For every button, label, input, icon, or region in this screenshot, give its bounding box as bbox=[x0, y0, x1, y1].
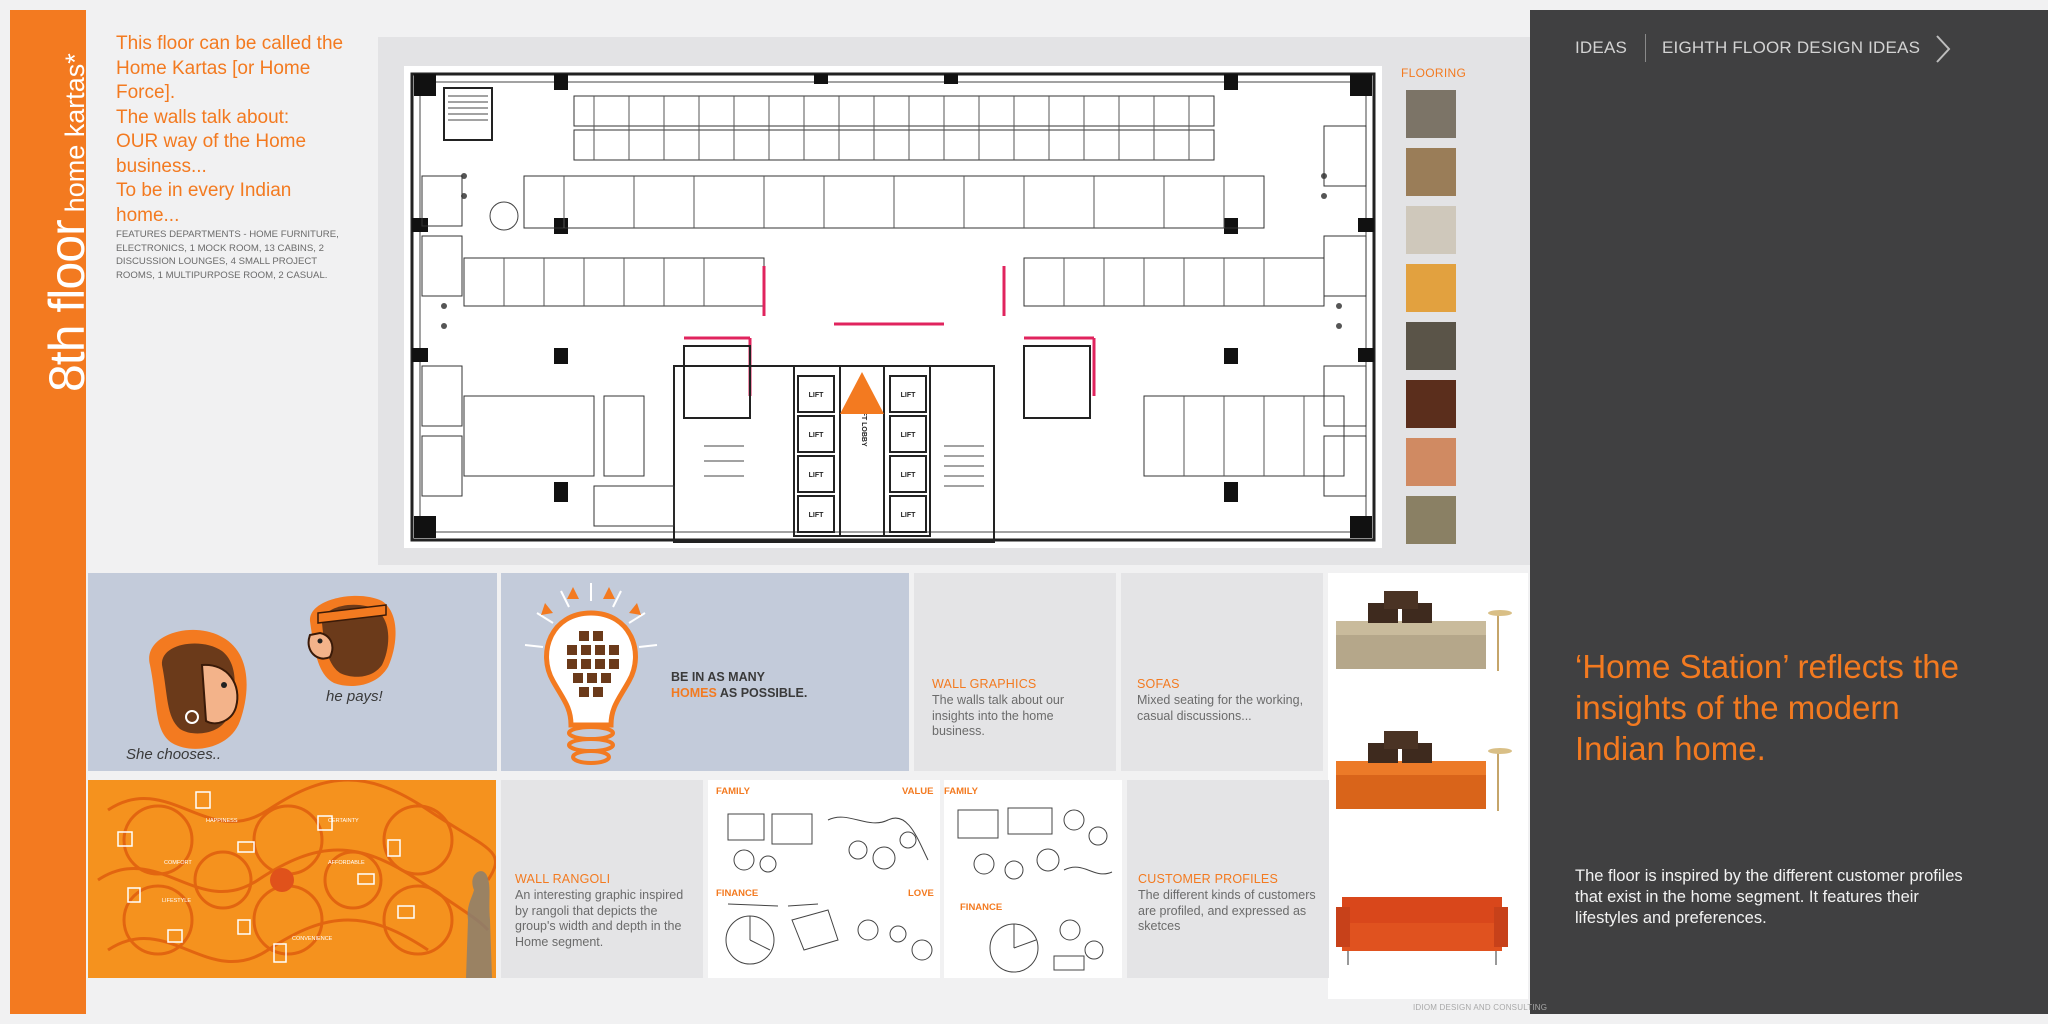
customer-profiles-tile: CUSTOMER PROFILES The different kinds of… bbox=[1127, 780, 1329, 978]
floor-plan-drawing: LIFT LIFT LIFT LIFT LIFT LIFT LIFT LIFT … bbox=[410, 72, 1376, 543]
floor-plan: LIFT LIFT LIFT LIFT LIFT LIFT LIFT LIFT … bbox=[404, 66, 1382, 548]
lift-label: LIFT bbox=[809, 512, 824, 519]
sketch-drawing-1: FAMILY VALUE FINANCE LOVE bbox=[716, 786, 934, 965]
flooring-swatch bbox=[1406, 206, 1456, 254]
rangoli-word: AFFORDABLE bbox=[328, 860, 365, 866]
lift-label: LIFT bbox=[901, 392, 916, 399]
lift-label: LIFT bbox=[809, 392, 824, 399]
nav-divider bbox=[1645, 34, 1646, 62]
flooring-swatch bbox=[1406, 148, 1456, 196]
chevron-right-icon[interactable] bbox=[1934, 34, 1952, 64]
floor-number: 8th floor bbox=[39, 220, 95, 392]
sketch-label-family: FAMILY bbox=[716, 786, 751, 797]
intro-line: To be in every Indian home... bbox=[116, 180, 292, 226]
rangoli-word: COMFORT bbox=[164, 860, 192, 866]
panel-body: The floor is inspired by the different c… bbox=[1575, 867, 1963, 927]
bulb-slogan-line1: BE IN AS MANY bbox=[671, 670, 766, 684]
customer-profiles-text: The different kinds of customers are pro… bbox=[1138, 888, 1316, 933]
wall-rangoli-text: An interesting graphic inspired by rango… bbox=[515, 888, 684, 949]
intro-text: This floor can be called the Home Kartas… bbox=[116, 32, 356, 228]
sketch-label-value: VALUE bbox=[902, 786, 934, 797]
customer-sketch-1: FAMILY VALUE FINANCE LOVE bbox=[708, 780, 940, 978]
he-pays-caption: he pays! bbox=[326, 688, 384, 705]
sketch-label-finance: FINANCE bbox=[716, 888, 758, 899]
intro-line: This floor can be called the bbox=[116, 33, 344, 54]
intro-line: business... bbox=[116, 155, 207, 177]
couple-illustration-tile: She chooses.. he pays! bbox=[88, 573, 497, 771]
nav-section-title[interactable]: EIGHTH FLOOR DESIGN IDEAS bbox=[1662, 38, 1921, 57]
sofa-photos bbox=[1336, 591, 1512, 965]
floor-subtitle: home kartas* bbox=[60, 53, 90, 213]
bulb-illustration: BE IN AS MANY HOMES AS POSSIBLE. bbox=[524, 583, 807, 765]
floor-band bbox=[10, 10, 86, 1014]
intro-line: Force]. bbox=[116, 82, 176, 103]
flooring-swatch bbox=[1406, 322, 1456, 370]
wall-graphics-text: The walls talk about our insights into t… bbox=[932, 693, 1065, 738]
lift-label: LIFT bbox=[901, 512, 916, 519]
wall-rangoli-tile: WALL RANGOLI An interesting graphic insp… bbox=[501, 780, 703, 978]
wall-rangoli-title: WALL RANGOLI bbox=[515, 872, 611, 886]
insight-panel bbox=[1530, 10, 2048, 1014]
panel-headline: ‘Home Station’ reflects the insights of … bbox=[1575, 648, 1959, 767]
rangoli-tile: HAPPINESS CERTAINTY COMFORT AFFORDABLE L… bbox=[88, 778, 497, 978]
sofas-tile: SOFAS Mixed seating for the working, cas… bbox=[1121, 573, 1323, 771]
rangoli-pattern: HAPPINESS CERTAINTY COMFORT AFFORDABLE L… bbox=[97, 778, 497, 978]
intro-line: Home Kartas [or Home bbox=[116, 57, 311, 79]
nav-ideas[interactable]: IDEAS bbox=[1575, 38, 1628, 57]
features-departments: FEATURES DEPARTMENTS - HOME FURNITURE, E… bbox=[116, 229, 339, 281]
flooring-swatch bbox=[1406, 90, 1456, 138]
person-silhouette bbox=[466, 871, 492, 978]
bulb-illustration-tile: BE IN AS MANY HOMES AS POSSIBLE. bbox=[501, 573, 909, 771]
wall-graphics-title: WALL GRAPHICS bbox=[932, 677, 1037, 691]
couple-illustration: She chooses.. he pays! bbox=[126, 595, 396, 763]
sketch-drawing-2: FAMILY FINANCE bbox=[944, 786, 1113, 973]
flooring-swatch bbox=[1406, 264, 1456, 312]
lift-label: LIFT bbox=[809, 432, 824, 439]
wall-graphics-tile: WALL GRAPHICS The walls talk about our i… bbox=[914, 573, 1116, 771]
floor-title: 8th floor home kartas* bbox=[38, 53, 96, 392]
intro-line: OUR way of the Home bbox=[116, 131, 307, 152]
you-are-here-marker bbox=[840, 372, 884, 414]
she-chooses-caption: She chooses.. bbox=[126, 746, 221, 763]
bulb-slogan-line2: HOMES AS POSSIBLE. bbox=[671, 686, 807, 700]
customer-profiles-title: CUSTOMER PROFILES bbox=[1138, 872, 1278, 886]
rangoli-word: CERTAINTY bbox=[328, 818, 359, 824]
flooring-swatch bbox=[1406, 496, 1456, 544]
flooring-label: FLOORING bbox=[1401, 66, 1467, 80]
sofa-photo-orange bbox=[1336, 731, 1512, 811]
sofas-text: Mixed seating for the working, casual di… bbox=[1137, 693, 1304, 723]
flooring-swatch bbox=[1406, 380, 1456, 428]
customer-sketch-2: FAMILY FINANCE bbox=[944, 780, 1122, 978]
bulb-slogan-rest: AS POSSIBLE. bbox=[717, 686, 808, 700]
lift-label: LIFT bbox=[901, 432, 916, 439]
sketch-label-love: LOVE bbox=[908, 888, 934, 899]
sketch-label-family: FAMILY bbox=[944, 786, 979, 797]
footer-credit: IDIOM DESIGN AND CONSULTING bbox=[1413, 1003, 1548, 1012]
lift-label: LIFT bbox=[809, 472, 824, 479]
intro-line: The walls talk about: bbox=[116, 106, 290, 128]
rangoli-word: HAPPINESS bbox=[206, 818, 238, 824]
sofa-photo-red bbox=[1336, 897, 1508, 965]
sofas-title: SOFAS bbox=[1137, 677, 1180, 691]
sofa-photo-beige bbox=[1336, 591, 1512, 671]
rangoli-word: LIFESTYLE bbox=[162, 898, 191, 904]
flooring-swatch bbox=[1406, 438, 1456, 486]
lift-lobby-label: LIFT LOBBY bbox=[860, 405, 867, 447]
sofa-images bbox=[1328, 573, 1528, 999]
rangoli-word: CONVENIENCE bbox=[292, 936, 333, 942]
sketch-label-finance: FINANCE bbox=[960, 902, 1002, 913]
bulb-slogan-accent: HOMES bbox=[671, 686, 717, 700]
lift-label: LIFT bbox=[901, 472, 916, 479]
